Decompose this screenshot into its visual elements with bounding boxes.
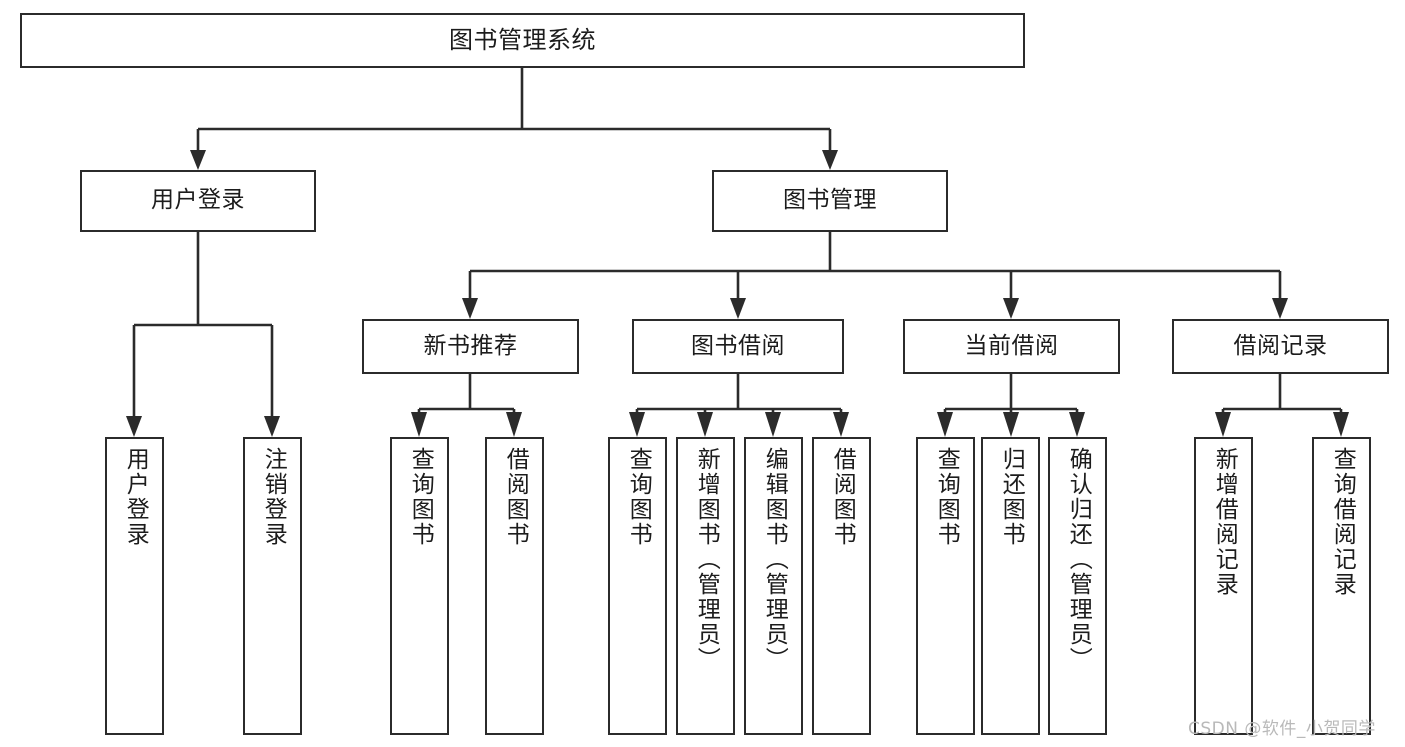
node-label: 图书管理 (783, 187, 877, 214)
node-label: 查询图书 (625, 447, 652, 547)
node-label: 编辑图书（管理员） (761, 447, 788, 672)
node-label: 新增图书（管理员） (693, 447, 720, 672)
node-label: 图书借阅 (691, 332, 785, 359)
node-label: 新书推荐 (423, 332, 518, 359)
node-label: 注销登录 (260, 447, 287, 547)
node-book-borrow[interactable]: 图书借阅 (632, 319, 844, 374)
node-label: 借阅记录 (1233, 332, 1328, 359)
leaf-current-query-book[interactable]: 查询图书 (916, 437, 975, 735)
leaf-current-confirm-return-admin[interactable]: 确认归还（管理员） (1048, 437, 1107, 735)
leaf-borrow-query-book[interactable]: 查询图书 (608, 437, 667, 735)
node-user-login[interactable]: 用户登录 (80, 170, 316, 232)
leaf-record-add-borrow-record[interactable]: 新增借阅记录 (1194, 437, 1253, 735)
leaf-borrow-add-book-admin[interactable]: 新增图书（管理员） (676, 437, 735, 735)
node-label: 查询借阅记录 (1329, 447, 1356, 597)
leaf-record-query-borrow-record[interactable]: 查询借阅记录 (1312, 437, 1371, 735)
leaf-recommend-borrow-book[interactable]: 借阅图书 (485, 437, 544, 735)
node-borrow-record[interactable]: 借阅记录 (1172, 319, 1389, 374)
leaf-borrow-borrow-book[interactable]: 借阅图书 (812, 437, 871, 735)
node-label: 查询图书 (933, 447, 960, 547)
node-label: 借阅图书 (829, 447, 856, 547)
node-label: 用户登录 (151, 187, 245, 214)
node-label: 图书管理系统 (449, 26, 596, 55)
node-label: 新增借阅记录 (1211, 447, 1238, 597)
node-label: 归还图书 (998, 447, 1025, 547)
leaf-user-logout[interactable]: 注销登录 (243, 437, 302, 735)
leaf-recommend-query-book[interactable]: 查询图书 (390, 437, 449, 735)
leaf-current-return-book[interactable]: 归还图书 (981, 437, 1040, 735)
node-new-book-recommend[interactable]: 新书推荐 (362, 319, 579, 374)
node-current-borrow[interactable]: 当前借阅 (903, 319, 1120, 374)
csdn-watermark: CSDN @软件_小贺同学 (1188, 719, 1376, 739)
leaf-user-login[interactable]: 用户登录 (105, 437, 164, 735)
node-label: 确认归还（管理员） (1065, 447, 1092, 672)
node-label: 当前借阅 (964, 332, 1059, 359)
node-root-library-system[interactable]: 图书管理系统 (20, 13, 1025, 68)
node-book-management[interactable]: 图书管理 (712, 170, 948, 232)
node-label: 借阅图书 (502, 447, 529, 547)
node-label: 查询图书 (407, 447, 434, 547)
node-label: 用户登录 (122, 447, 149, 547)
leaf-borrow-edit-book-admin[interactable]: 编辑图书（管理员） (744, 437, 803, 735)
